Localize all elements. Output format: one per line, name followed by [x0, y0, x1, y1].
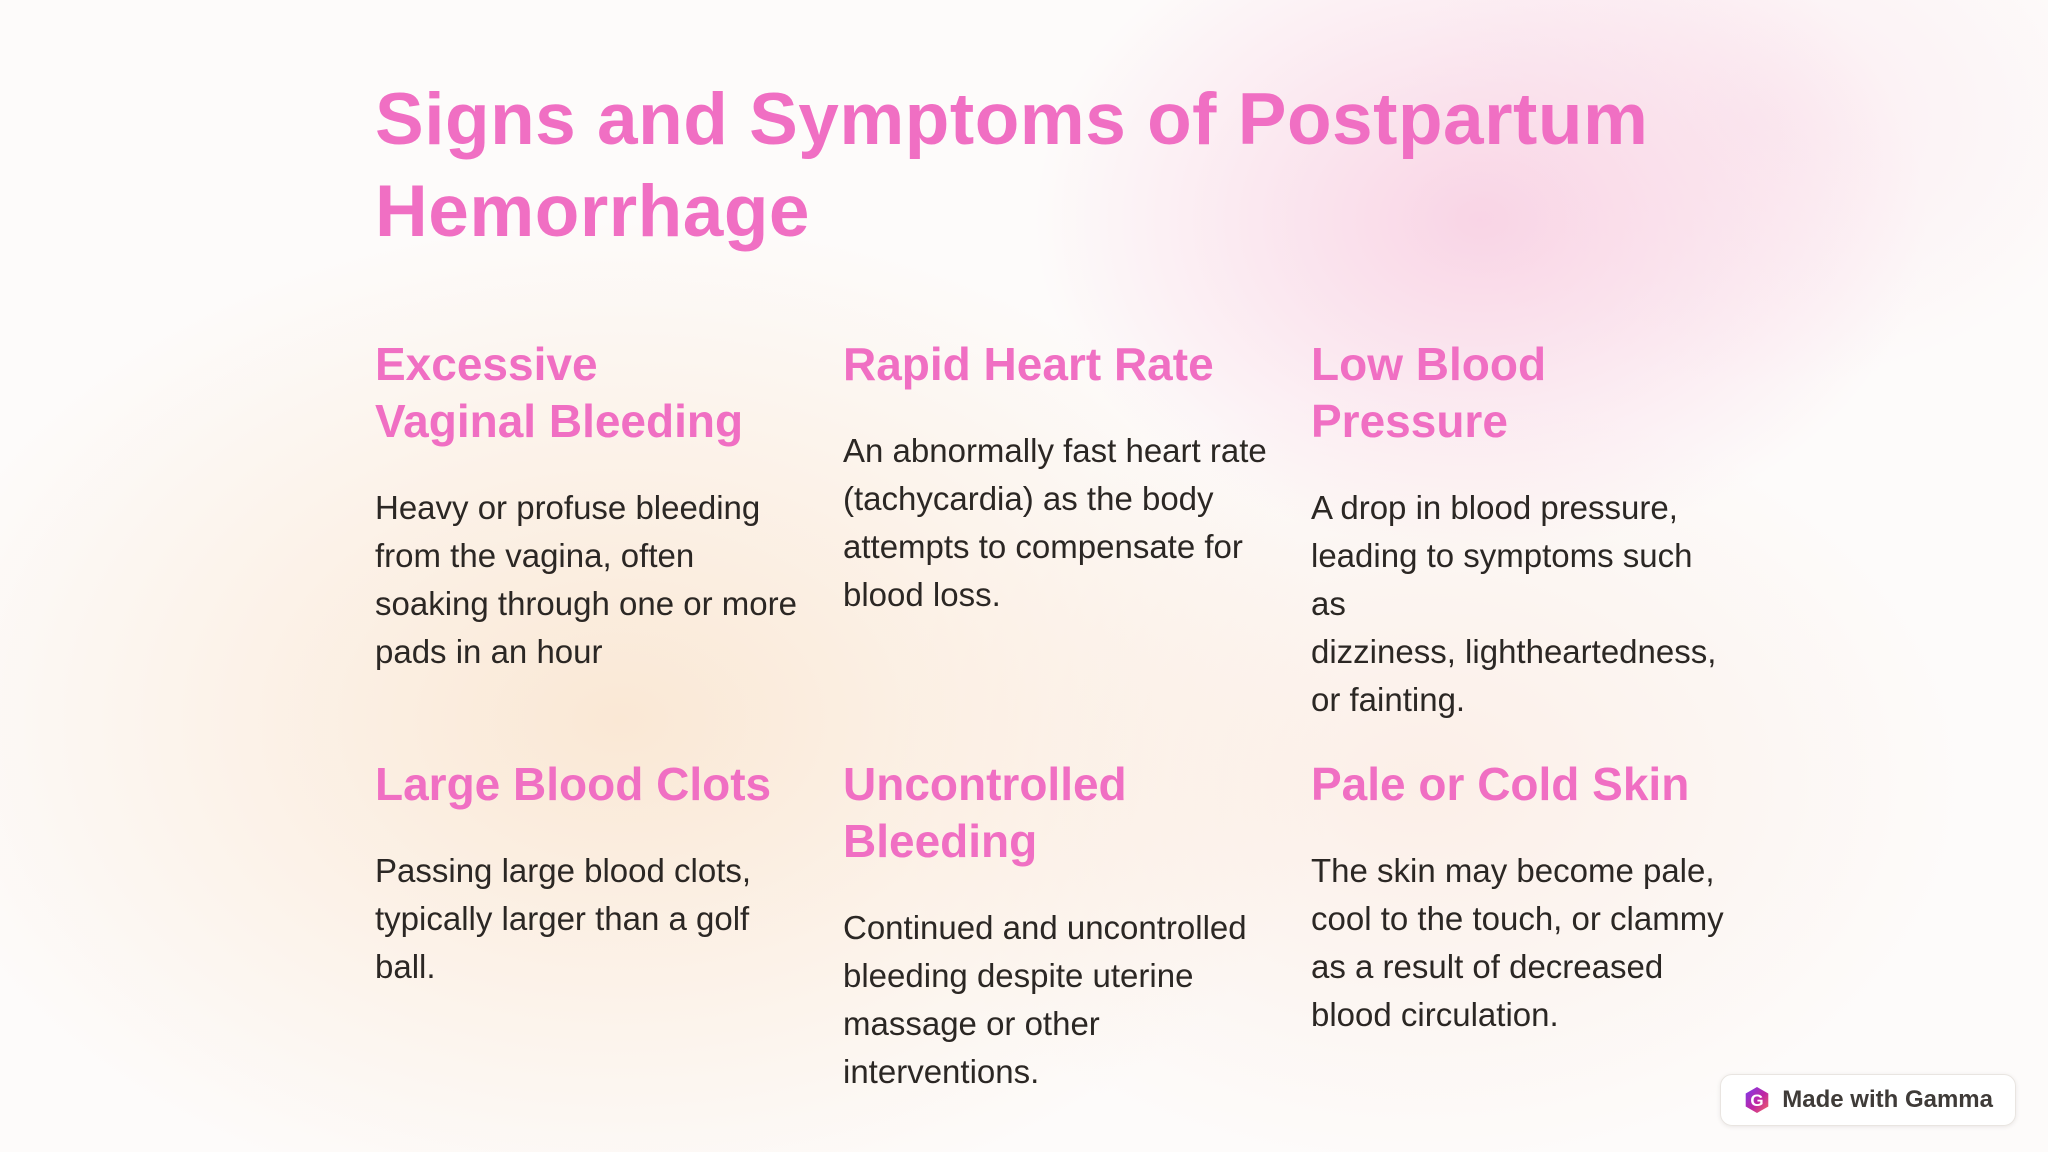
card-body: Passing large blood clots, typically lar…: [375, 852, 752, 985]
gamma-logo-icon: G: [1745, 1087, 1769, 1113]
card-pale-or-cold-skin: Pale or Cold Skin The skin may become pa…: [1311, 756, 1779, 1096]
card-heading: Excessive Vaginal Bleeding: [375, 338, 744, 447]
card-uncontrolled-bleeding: Uncontrolled Bleeding Continued and unco…: [843, 756, 1311, 1096]
card-body: The skin may become pale, cool to the to…: [1311, 852, 1724, 1033]
card-heading: Large Blood Clots: [375, 758, 772, 810]
card-low-blood-pressure: Low Blood Pressure A drop in blood press…: [1311, 336, 1779, 756]
card-heading: Uncontrolled Bleeding: [843, 758, 1127, 867]
card-body: A drop in blood pressure, leading to sym…: [1311, 489, 1717, 718]
made-with-gamma-badge[interactable]: G Made with Gamma: [1720, 1074, 2016, 1126]
card-body: Continued and uncontrolled bleeding desp…: [843, 909, 1247, 1090]
card-heading: Pale or Cold Skin: [1311, 758, 1690, 810]
svg-text:G: G: [1751, 1091, 1764, 1110]
card-large-blood-clots: Large Blood Clots Passing large blood cl…: [375, 756, 843, 1096]
card-body: An abnormally fast heart rate (tachycard…: [843, 432, 1267, 613]
symptom-cards-grid: Excessive Vaginal Bleeding Heavy or prof…: [375, 336, 1779, 1096]
card-heading: Low Blood Pressure: [1311, 338, 1547, 447]
card-body: Heavy or profuse bleeding from the vagin…: [375, 489, 797, 670]
page-title: Signs and Symptoms of Postpartum Hemorrh…: [375, 79, 1649, 252]
card-excessive-vaginal-bleeding: Excessive Vaginal Bleeding Heavy or prof…: [375, 336, 843, 756]
card-rapid-heart-rate: Rapid Heart Rate An abnormally fast hear…: [843, 336, 1311, 756]
badge-label: Made with Gamma: [1782, 1086, 1993, 1113]
card-heading: Rapid Heart Rate: [843, 338, 1214, 390]
